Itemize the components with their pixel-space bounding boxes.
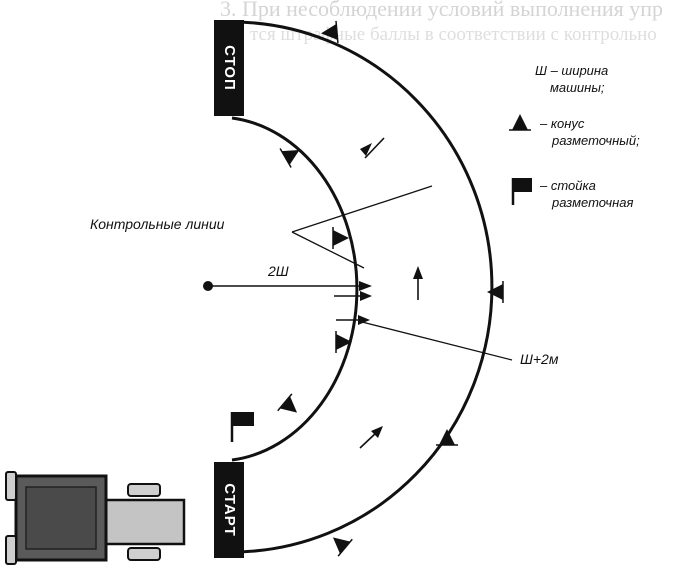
legend-cone-line-1: – конус xyxy=(539,116,585,131)
outer-boundary-arc xyxy=(231,20,494,554)
cone-icon xyxy=(277,393,298,413)
tractor-icon xyxy=(5,471,186,565)
arrow-icon xyxy=(360,137,385,159)
stop-box xyxy=(214,20,244,116)
check-arrowhead xyxy=(360,291,372,301)
cone-icon xyxy=(436,429,458,446)
legend-width-line-2: машины; xyxy=(550,80,605,95)
cone-icon xyxy=(332,537,353,557)
arrow-icon xyxy=(359,426,383,449)
background-text-line-2: тся штрафные баллы в соответствии с конт… xyxy=(250,24,657,45)
cone-icon xyxy=(487,281,504,303)
post-icon xyxy=(230,412,254,442)
start-box xyxy=(214,462,244,558)
control-line-pointer-2 xyxy=(291,231,365,269)
radius-arrowhead xyxy=(359,281,372,291)
legend-cone-line-2: разметочный; xyxy=(551,133,640,148)
stop-label: СТОП xyxy=(221,45,238,91)
cone-icon xyxy=(321,20,339,43)
legend-cone-icon xyxy=(509,114,531,131)
legend-post-line-1: – стойка xyxy=(539,178,596,193)
start-label: СТАРТ xyxy=(221,483,238,536)
radius-label: 2Ш xyxy=(267,263,289,279)
control-line xyxy=(361,321,513,361)
cone-icon xyxy=(335,331,352,353)
legend-width-line-1: Ш – ширина xyxy=(535,63,608,78)
control-lines-label: Контрольные линии xyxy=(90,216,225,232)
check-arrowhead xyxy=(358,315,370,325)
width-label: Ш+2м xyxy=(520,351,559,367)
cone-icon xyxy=(279,148,300,168)
cone-icon xyxy=(332,227,349,249)
legend-post-line-2: разметочная xyxy=(551,195,634,210)
background-text-line-1: 3. При несоблюдении условий выполнения у… xyxy=(220,0,664,21)
inner-boundary-arc xyxy=(231,116,359,462)
control-line-pointer-1 xyxy=(291,185,433,233)
arrow-icon xyxy=(413,266,423,300)
legend-post-icon xyxy=(511,178,532,205)
